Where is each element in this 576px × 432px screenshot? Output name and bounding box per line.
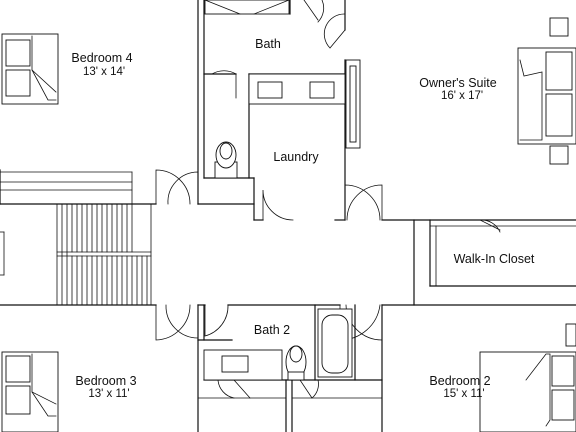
upper-bath-fixtures: [204, 0, 361, 179]
bath-2-fixtures: [203, 308, 353, 381]
room-name-bedroom-4: Bedroom 4: [71, 51, 133, 65]
room-dims-bedroom-4: 13' x 14': [82, 66, 126, 78]
bed-owners-suite: [517, 17, 576, 165]
room-dims-bedroom-2: 15' x 11': [443, 388, 485, 400]
staircase: [0, 203, 152, 306]
room-name-bedroom-3: Bedroom 3: [75, 374, 137, 388]
room-dims-owners-suite: 16' x 17': [440, 90, 484, 102]
room-name-laundry: Laundry: [273, 150, 319, 164]
room-name-bath-2: Bath 2: [253, 323, 291, 337]
bed-bedroom-2: [479, 323, 576, 432]
room-name-owners-suite: Owner's Suite: [419, 76, 497, 90]
upper-walls: [0, 0, 576, 221]
room-dims-bedroom-3: 13' x 11': [88, 388, 130, 400]
bed-bedroom-4: [1, 33, 59, 105]
room-name-bedroom-2: Bedroom 2: [429, 374, 491, 388]
bed-bedroom-3: [1, 351, 59, 432]
room-name-walk-in-closet: Walk-In Closet: [453, 252, 535, 266]
room-name-bath: Bath: [255, 37, 281, 51]
walk-in-closet-shelving: [429, 225, 576, 287]
